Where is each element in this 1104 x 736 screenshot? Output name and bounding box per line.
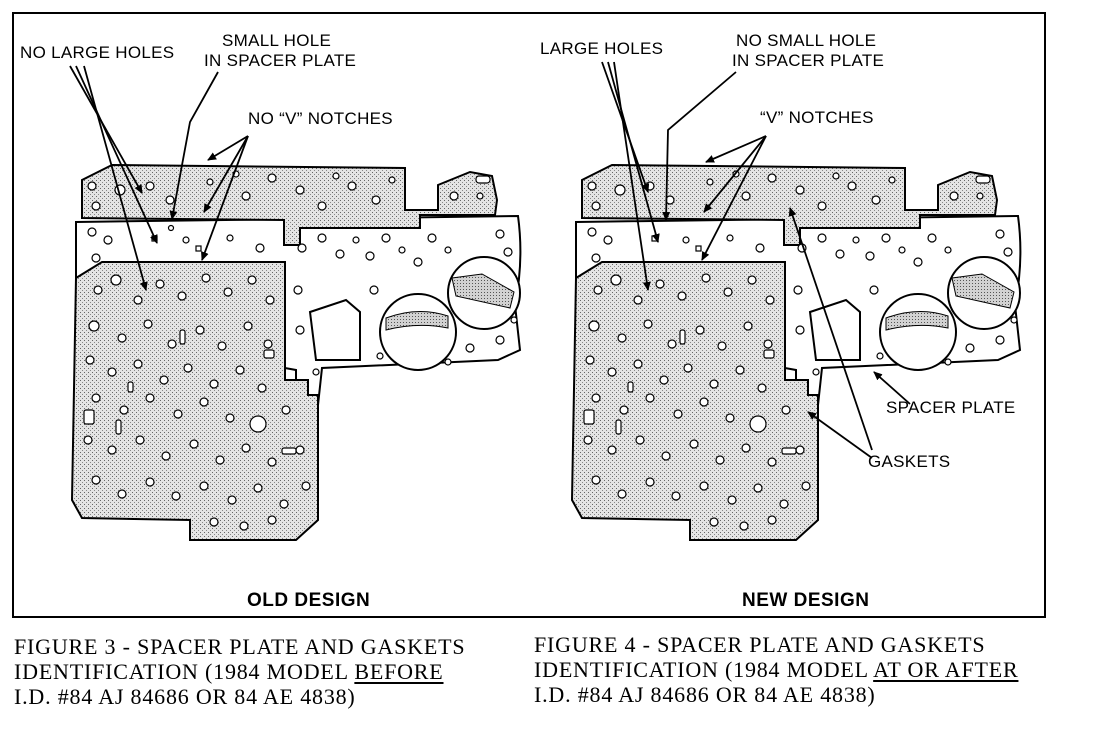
new-callout-arrows	[601, 61, 911, 459]
old-callout-arrows	[69, 65, 249, 291]
small-hole-label-line2: IN SPACER PLATE	[204, 51, 357, 70]
figure4-caption-emphasis: AT OR AFTER	[873, 657, 1019, 682]
figure-frame	[12, 12, 1046, 618]
no-small-hole-label-line2: IN SPACER PLATE	[732, 51, 885, 70]
figure4-caption-line1: FIGURE 4 - SPACER PLATE AND GASKETS	[534, 632, 986, 657]
small-hole-marker	[167, 224, 175, 232]
figure3-caption-line3: I.D. #84 AJ 84686 OR 84 AE 4838)	[14, 684, 356, 709]
figure3-caption-emphasis: BEFORE	[354, 659, 444, 684]
small-hole-label-line1: SMALL HOLE	[222, 31, 332, 50]
figure4-caption-line2: IDENTIFICATION (1984 MODEL AT OR AFTER	[534, 657, 1019, 682]
old-design-title: OLD DESIGN	[247, 590, 371, 611]
new-design-title: NEW DESIGN	[742, 590, 870, 611]
no-small-hole-label-line1: NO SMALL HOLE	[736, 31, 877, 50]
new-design-assembly	[571, 164, 1022, 541]
large-holes-label: LARGE HOLES	[540, 39, 664, 58]
no-large-holes-label: NO LARGE HOLES	[20, 43, 175, 62]
old-design-assembly	[71, 164, 522, 541]
figure3-caption-line1: FIGURE 3 - SPACER PLATE AND GASKETS	[14, 634, 466, 659]
figure3-caption-line2: IDENTIFICATION (1984 MODEL BEFORE	[14, 659, 444, 684]
spacer-plate-label: SPACER PLATE	[886, 398, 1016, 417]
gaskets-label: GASKETS	[868, 452, 951, 471]
no-v-notches-label: NO “V” NOTCHES	[248, 109, 393, 128]
figure4-caption-line3: I.D. #84 AJ 84686 OR 84 AE 4838)	[534, 682, 876, 707]
v-notches-label: “V” NOTCHES	[760, 108, 874, 127]
